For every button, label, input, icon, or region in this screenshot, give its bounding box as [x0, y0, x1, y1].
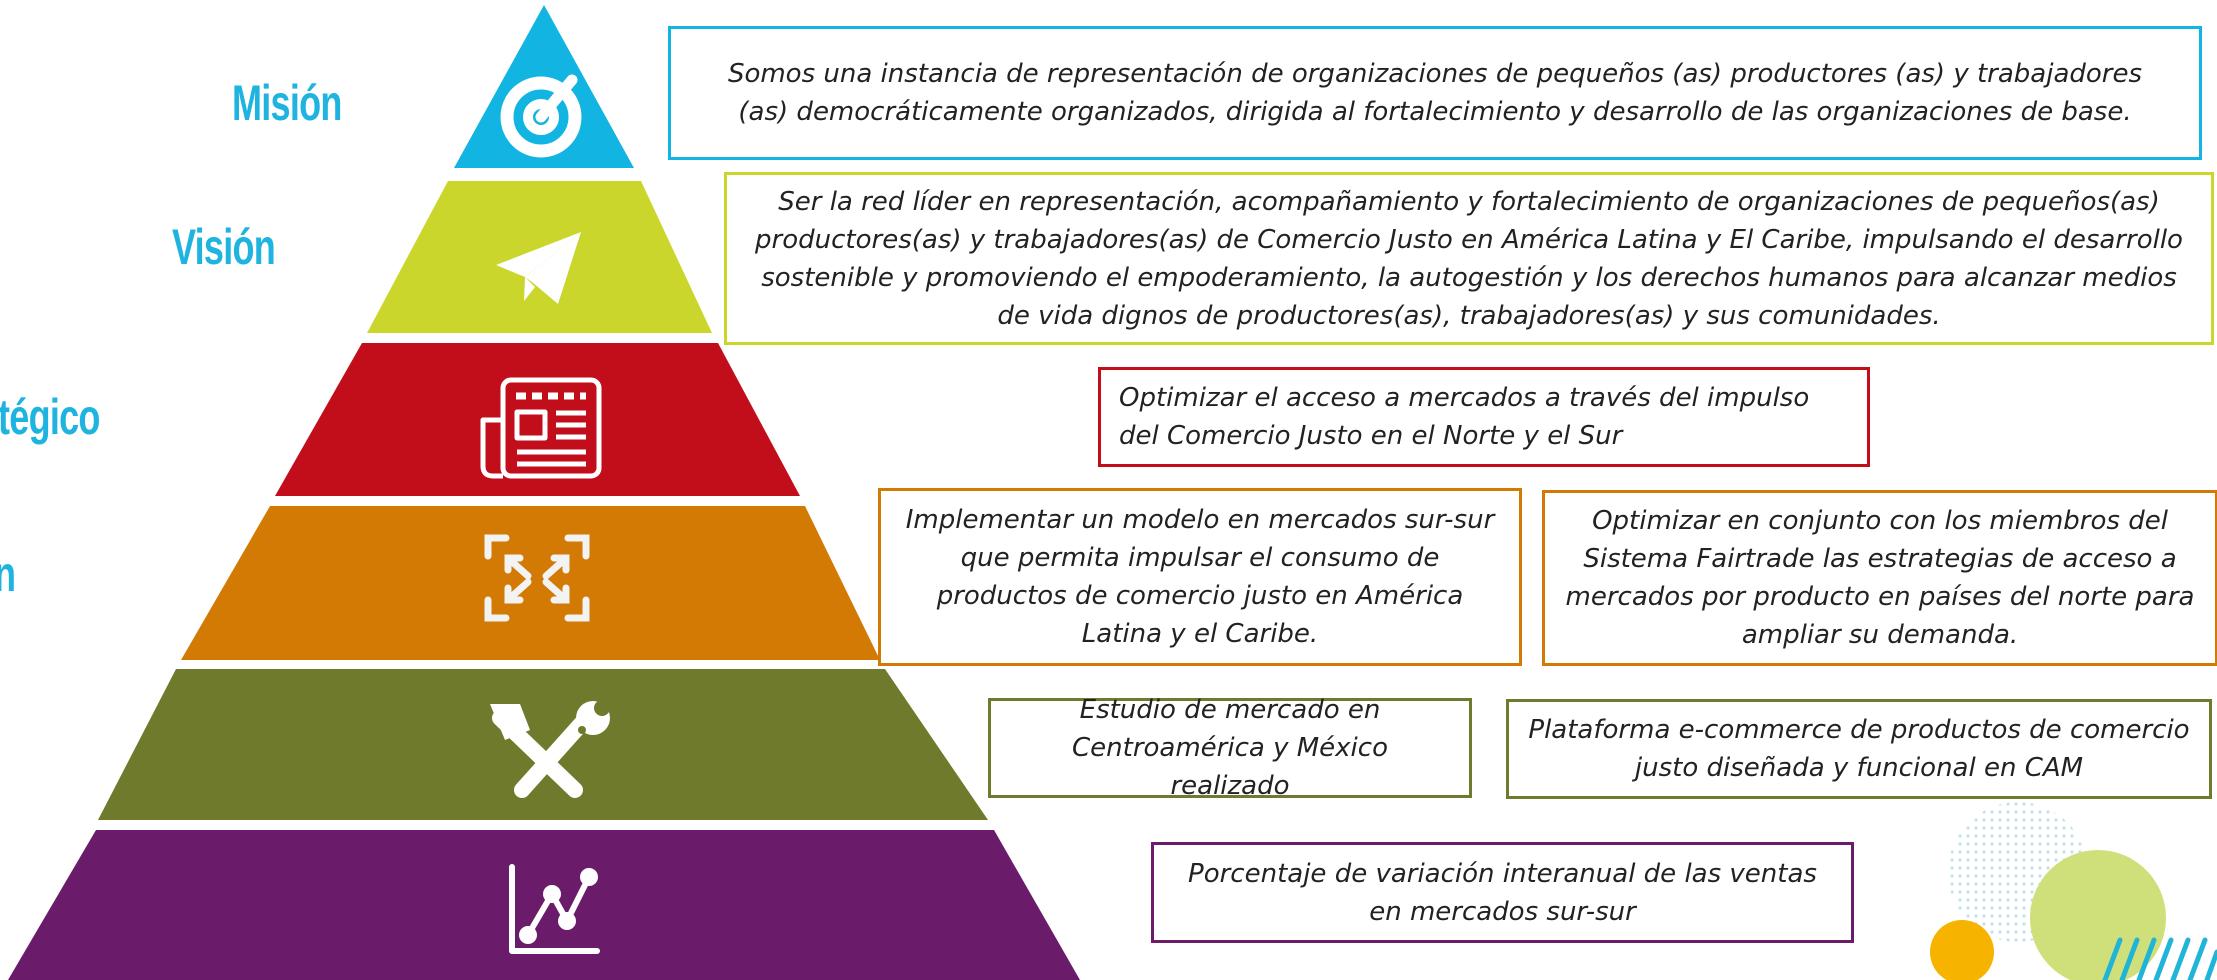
label-vision: Visión — [172, 219, 276, 275]
estrategia-text-box-1: Implementar un modelo en mercados sur-su… — [878, 488, 1522, 666]
expand-arrows-icon — [484, 534, 590, 622]
mision-text-box: Somos una instancia de representación de… — [668, 26, 2202, 160]
pyramid-level-indicador — [8, 830, 1080, 980]
newspaper-icon — [480, 377, 602, 479]
objetivo-text-box: Optimizar el acceso a mercados a través … — [1098, 367, 1870, 467]
pyramid-level-mision — [454, 5, 634, 168]
pyramid-level-vision — [367, 181, 712, 333]
resultado-text-box-2: Plataforma e-commerce de productos de co… — [1506, 699, 2212, 799]
label-estrategia: n — [0, 545, 16, 603]
decorative-shapes — [1930, 802, 2217, 980]
label-objetivo-estrategico: tégico — [0, 389, 100, 445]
pyramid-level-estrategia — [181, 506, 880, 660]
line-chart-icon — [509, 864, 600, 954]
paper-plane-icon — [496, 232, 581, 304]
tools-icon — [490, 700, 610, 798]
indicador-text-box: Porcentaje de variación interanual de la… — [1151, 842, 1854, 943]
vision-text-box: Ser la red líder en representación, acom… — [724, 172, 2214, 345]
label-mision: Misión — [232, 75, 342, 131]
pyramid-level-resultado — [98, 669, 988, 820]
estrategia-text-box-2: Optimizar en conjunto con los miembros d… — [1542, 490, 2217, 666]
pyramid-level-objetivo — [275, 343, 800, 496]
target-icon — [500, 74, 582, 158]
resultado-text-box-1: Estudio de mercado en Centroamérica y Mé… — [988, 695, 1472, 801]
